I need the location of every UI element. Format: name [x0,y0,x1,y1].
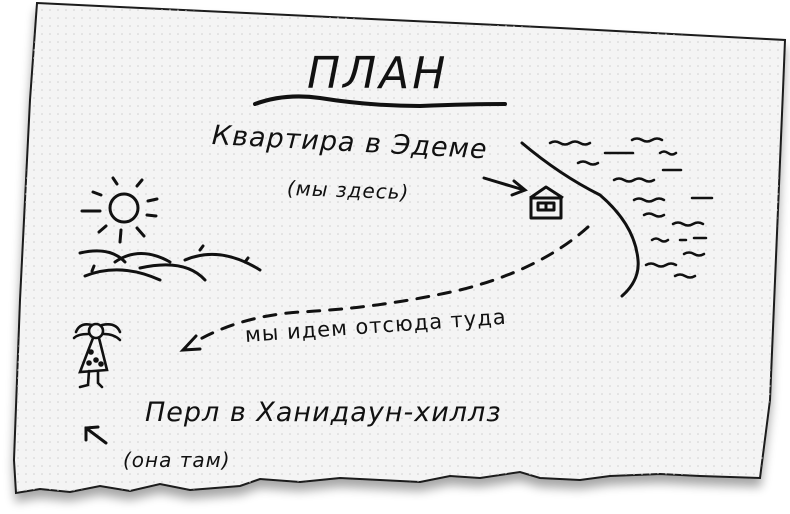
arrow-to-pearl-icon [84,425,108,445]
arrow-to-house-icon [482,176,528,197]
river-icon [520,141,640,298]
destination-label: Перл в Ханидаун-хиллз [145,397,502,428]
start-note: (мы здесь) [286,176,410,205]
title-underline [253,94,507,109]
route-dashed-line [193,225,590,344]
map-title: ПЛАН [307,48,449,99]
house-icon [529,185,564,220]
sun-icon [80,176,159,244]
girl-figure-icon [72,322,122,389]
route-arrowhead-icon [179,334,202,352]
water-waves-icon [548,137,714,279]
hills-icon [78,244,262,282]
destination-note: (она там) [123,448,231,472]
